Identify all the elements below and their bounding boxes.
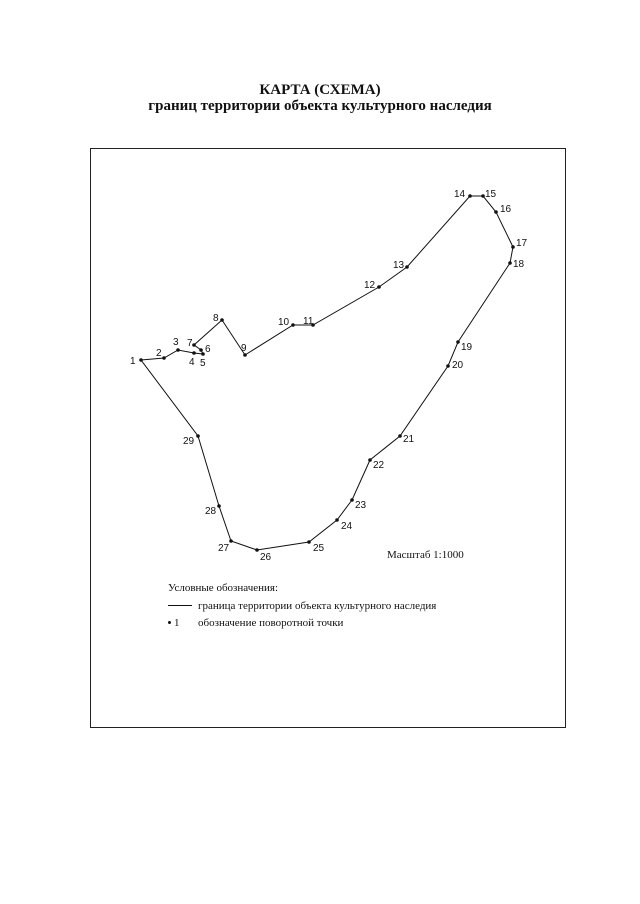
turning-point-dot	[255, 548, 259, 552]
turning-point-label: 27	[218, 543, 230, 554]
turning-point-label: 1	[130, 356, 136, 367]
turning-point-dot	[201, 352, 205, 356]
turning-point-dot	[220, 318, 224, 322]
turning-point-label: 13	[393, 260, 405, 271]
turning-point-label: 8	[213, 313, 219, 324]
turning-point-label: 21	[403, 434, 415, 445]
turning-point-label: 12	[364, 280, 376, 291]
turning-point-label: 29	[183, 436, 195, 447]
turning-point-dot	[217, 504, 221, 508]
turning-point-dot	[192, 343, 196, 347]
turning-point-dot	[350, 498, 354, 502]
turning-point-label: 25	[313, 543, 325, 554]
turning-point-dot	[377, 285, 381, 289]
turning-point-label: 3	[173, 337, 179, 348]
turning-point-dot	[335, 518, 339, 522]
legend-heading: Условные обозначения:	[168, 582, 279, 594]
legend-boundary-row: граница территории объекта культурного н…	[168, 597, 436, 614]
turning-point-dot	[311, 323, 315, 327]
turning-point-dot	[456, 340, 460, 344]
turning-point-label: 11	[303, 316, 314, 327]
map-title: КАРТА (СХЕМА)	[259, 82, 381, 98]
turning-point-dot	[199, 348, 203, 352]
turning-point-dot	[508, 261, 512, 265]
boundary-line	[140, 195, 514, 551]
turning-point-label: 9	[241, 343, 247, 354]
legend: Условные обозначения: граница территории…	[168, 582, 436, 631]
legend-dot-icon	[168, 621, 171, 624]
turning-point-dot	[468, 194, 472, 198]
map-subtitle: границ территории объекта культурного на…	[148, 98, 492, 114]
turning-point-label: 18	[513, 259, 525, 270]
turning-point-label: 4	[189, 357, 195, 368]
turning-point-dot	[494, 210, 498, 214]
turning-point-label: 2	[156, 348, 162, 359]
turning-point-label: 28	[205, 506, 217, 517]
turning-point-dot	[446, 364, 450, 368]
turning-point-dot	[368, 458, 372, 462]
legend-point-label: обозначение поворотной точки	[198, 616, 344, 629]
turning-point-label: 26	[260, 552, 272, 563]
turning-point-dot	[405, 265, 409, 269]
turning-point-dot	[481, 194, 485, 198]
turning-point-label: 19	[461, 342, 473, 353]
turning-point-dot	[139, 358, 143, 362]
turning-point-dot	[162, 356, 166, 360]
turning-point-dot	[229, 539, 233, 543]
legend-point-marker: 1	[174, 616, 180, 629]
turning-point-label: 6	[205, 344, 211, 355]
turning-point-label: 7	[187, 338, 193, 349]
turning-point-label: 16	[500, 204, 512, 215]
turning-point-label: 5	[200, 358, 206, 369]
turning-point-dot	[192, 351, 196, 355]
turning-point-label: 17	[516, 238, 528, 249]
turning-point-dot	[196, 434, 200, 438]
turning-point-dot	[291, 323, 295, 327]
turning-point-label: 24	[341, 521, 353, 532]
legend-point-symbol: 1	[168, 617, 198, 629]
scale-label: Масштаб 1:1000	[387, 549, 464, 561]
turning-point-dot	[243, 353, 247, 357]
turning-point-label: 15	[485, 189, 497, 200]
turning-point-label: 14	[454, 189, 466, 200]
turning-point-dot	[176, 348, 180, 352]
turning-point-dot	[511, 245, 515, 249]
map-frame	[90, 148, 566, 728]
legend-point-row: 1 обозначение поворотной точки	[168, 614, 436, 631]
turning-point-label: 22	[373, 460, 385, 471]
turning-point-dot	[307, 540, 311, 544]
legend-boundary-label: граница территории объекта культурного н…	[198, 599, 437, 612]
turning-point-label: 23	[355, 500, 367, 511]
turning-point-label: 20	[452, 360, 464, 371]
turning-point-dot	[398, 434, 402, 438]
turning-point-label: 10	[278, 317, 290, 328]
legend-line-symbol	[168, 605, 192, 606]
